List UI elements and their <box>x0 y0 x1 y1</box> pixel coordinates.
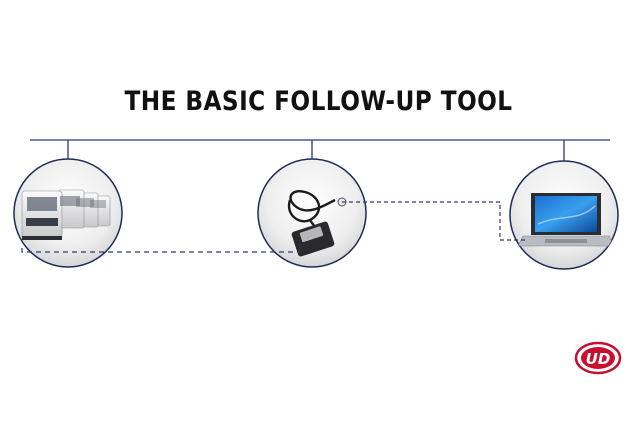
cable-node <box>257 158 367 268</box>
diagnostic-cable-image <box>287 190 347 257</box>
dashed-link-trucks-cable <box>21 244 301 253</box>
logo-fill <box>581 347 615 369</box>
logo-text: UD <box>586 350 611 368</box>
laptop-node <box>509 160 619 270</box>
laptop-image <box>517 193 615 247</box>
trucks-image <box>21 189 111 240</box>
trucks-node <box>13 158 123 268</box>
dashed-link-cable-laptop <box>342 201 526 241</box>
ud-logo: UD <box>574 341 622 375</box>
page-title: THE BASIC FOLLOW-UP TOOL <box>124 86 513 117</box>
